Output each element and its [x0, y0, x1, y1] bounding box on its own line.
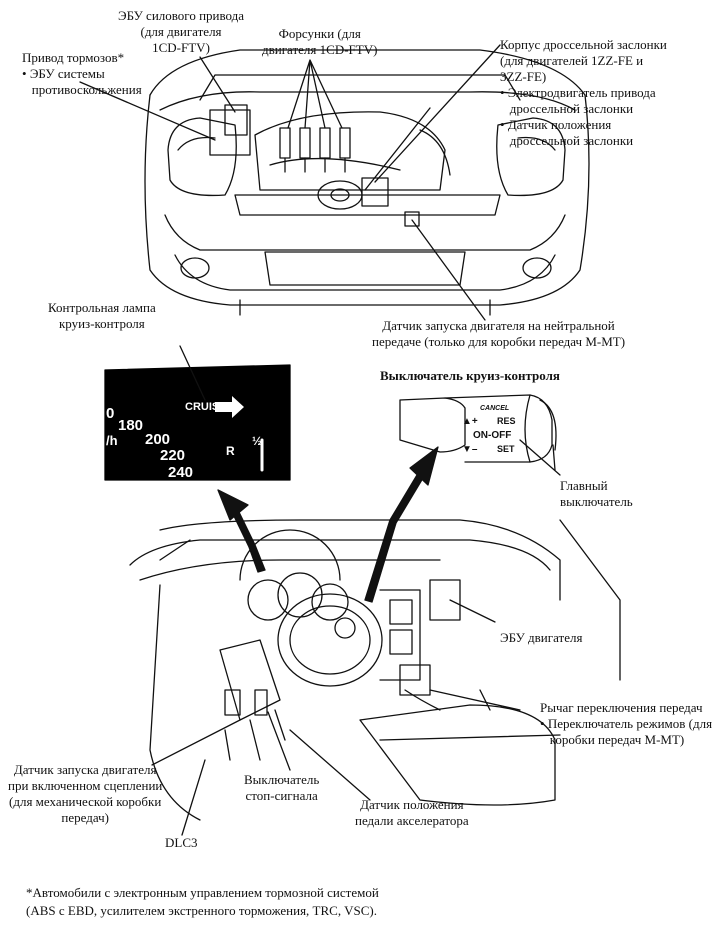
- switch-onoff: ON-OFF: [473, 430, 511, 441]
- cluster-gauge-text: CRUISE 0 180 200 220 240 /h R ½: [106, 396, 262, 481]
- label-cruise-lamp: Контрольная лампа круиз-контроля: [48, 300, 156, 331]
- speed-tick-200: 200: [145, 431, 170, 448]
- dashboard-illustration: [129, 519, 621, 821]
- label-neutral-start: Датчик запуска двигателя на нейтральной …: [372, 318, 626, 349]
- label-dlc3: DLC3: [165, 835, 198, 850]
- callout-arrows: [217, 446, 439, 603]
- switch-brand: CANCEL: [480, 405, 509, 412]
- car-front-illustration: [144, 49, 590, 316]
- cruise-switch-text: CANCEL ▲+ RES ON-OFF ▼– SET: [462, 405, 516, 455]
- fuel-half: ½: [252, 434, 262, 448]
- label-injectors: Форсунки (для двигателя 1CD-FTV): [262, 26, 378, 57]
- leader-lines-top: [79, 44, 501, 321]
- label-clutch-start: Датчик запуска двигателя при включенном …: [8, 762, 163, 825]
- leader-lines-bottom: [151, 439, 561, 836]
- speed-tick-0: 0: [106, 405, 114, 422]
- cruise-switch-illustration: [399, 394, 557, 471]
- switch-res: RES: [497, 416, 516, 426]
- shift-lever-items: Переключатель режимов (для коробки перед…: [540, 716, 712, 748]
- gear-r: R: [226, 444, 235, 458]
- label-engine-ecu: ЭБУ двигателя: [500, 630, 583, 645]
- label-throttle-body: Корпус дроссельной заслонки (для двигате…: [500, 37, 667, 149]
- switch-set: SET: [497, 444, 515, 454]
- label-accel-sensor: Датчик положения педали акселератора: [355, 797, 469, 828]
- cluster-inset: [104, 345, 291, 481]
- switch-minus: ▼–: [462, 444, 478, 455]
- label-main-switch: Главный выключатель: [560, 478, 633, 509]
- cruise-arrow-icon: [215, 396, 244, 418]
- switch-plus: ▲+: [462, 416, 478, 427]
- footnote: *Автомобили с электронным управлением то…: [26, 885, 379, 918]
- label-brake-actuator: Привод тормозов* ЭБУ системы противоскол…: [22, 50, 142, 98]
- speed-tick-180: 180: [118, 417, 143, 434]
- speed-tick-220: 220: [160, 447, 185, 464]
- brake-actuator-items: ЭБУ системы противоскольжения: [22, 66, 142, 98]
- label-cruise-switch-title: Выключатель круиз-контроля: [380, 368, 560, 383]
- label-shift-lever: Рычаг переключения передач Переключатель…: [540, 700, 712, 748]
- throttle-items: Электродвигатель привода дроссельной зас…: [500, 85, 667, 149]
- label-stop-switch: Выключатель стоп-сигнала: [244, 772, 320, 803]
- label-ecu-powertrain: ЭБУ силового привода (для двигателя 1CD-…: [118, 8, 245, 55]
- speed-unit: /h: [106, 433, 118, 448]
- speed-tick-240: 240: [168, 464, 193, 481]
